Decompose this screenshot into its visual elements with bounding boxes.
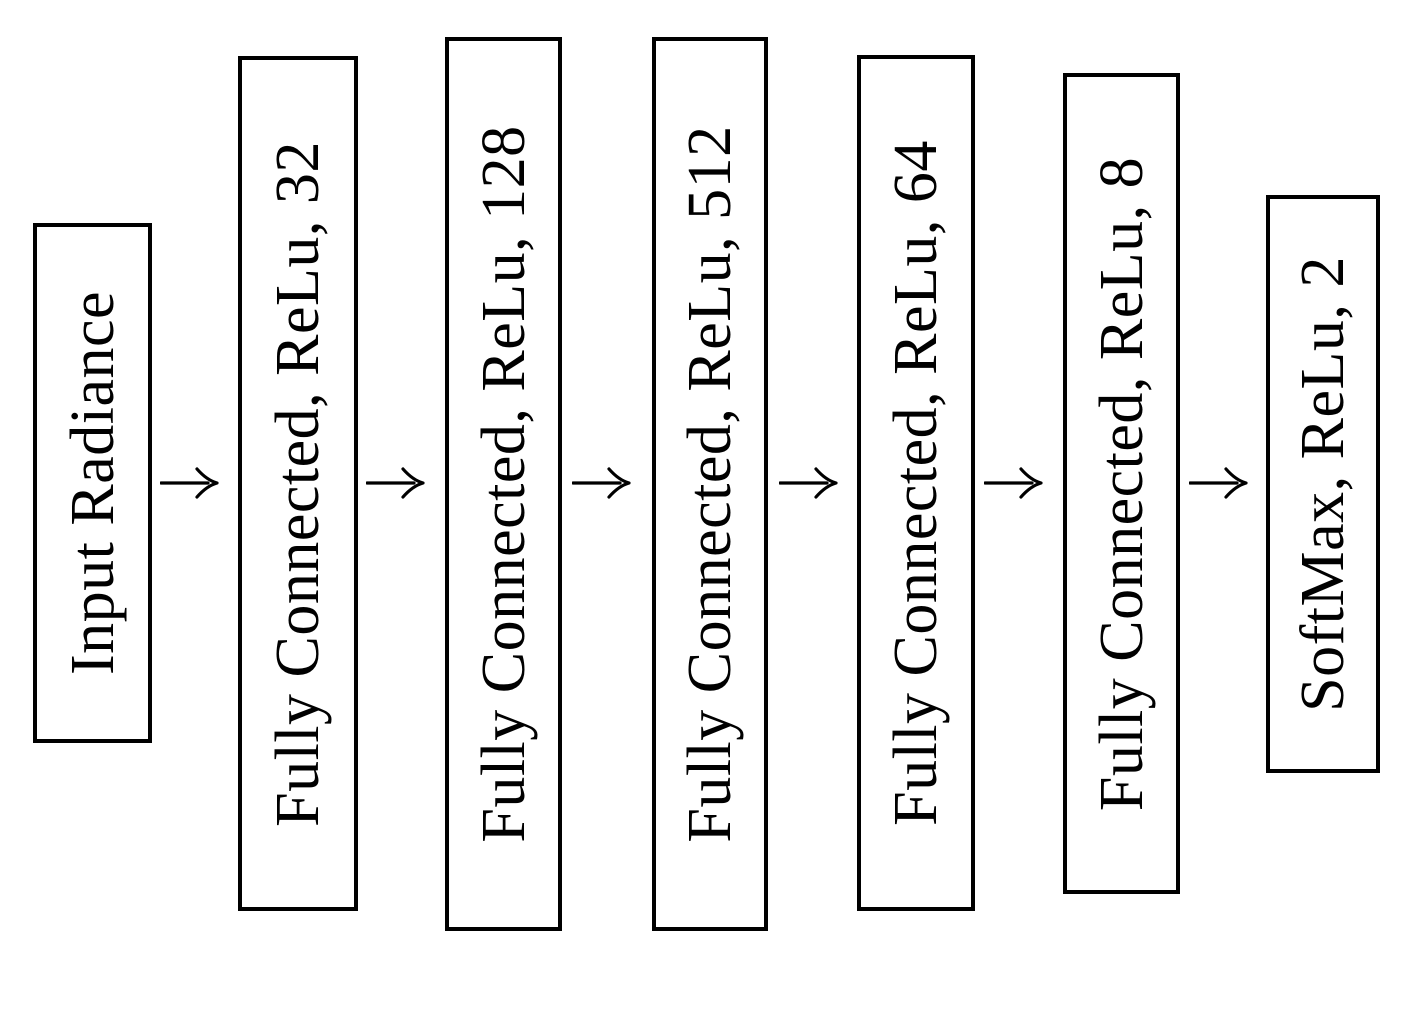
node-fully-connected-8: Fully Connected, ReLu, 8	[1063, 73, 1180, 894]
node-label: Fully Connected, ReLu, 512	[676, 125, 744, 843]
node-fully-connected-512: Fully Connected, ReLu, 512	[652, 37, 768, 931]
node-fully-connected-128: Fully Connected, ReLu, 128	[445, 37, 562, 931]
arrow-right-icon	[160, 463, 222, 503]
arrow-right-icon	[366, 463, 428, 503]
node-label: Fully Connected, ReLu, 128	[469, 125, 538, 843]
node-label: Fully Connected, ReLu, 64	[882, 140, 950, 826]
node-label: Fully Connected, ReLu, 32	[264, 140, 332, 827]
node-label: SoftMax, ReLu, 2	[1289, 256, 1357, 712]
node-softmax-2: SoftMax, ReLu, 2	[1266, 195, 1380, 773]
node-fully-connected-64: Fully Connected, ReLu, 64	[857, 55, 975, 911]
node-fully-connected-32: Fully Connected, ReLu, 32	[238, 56, 358, 911]
node-label: Input Radiance	[58, 290, 127, 676]
arrow-right-icon	[572, 463, 634, 503]
node-input-radiance: Input Radiance	[33, 223, 152, 743]
arrow-right-icon	[984, 463, 1046, 503]
node-label: Fully Connected, ReLu, 8	[1087, 156, 1156, 811]
arrow-right-icon	[779, 463, 841, 503]
arrow-right-icon	[1189, 463, 1251, 503]
